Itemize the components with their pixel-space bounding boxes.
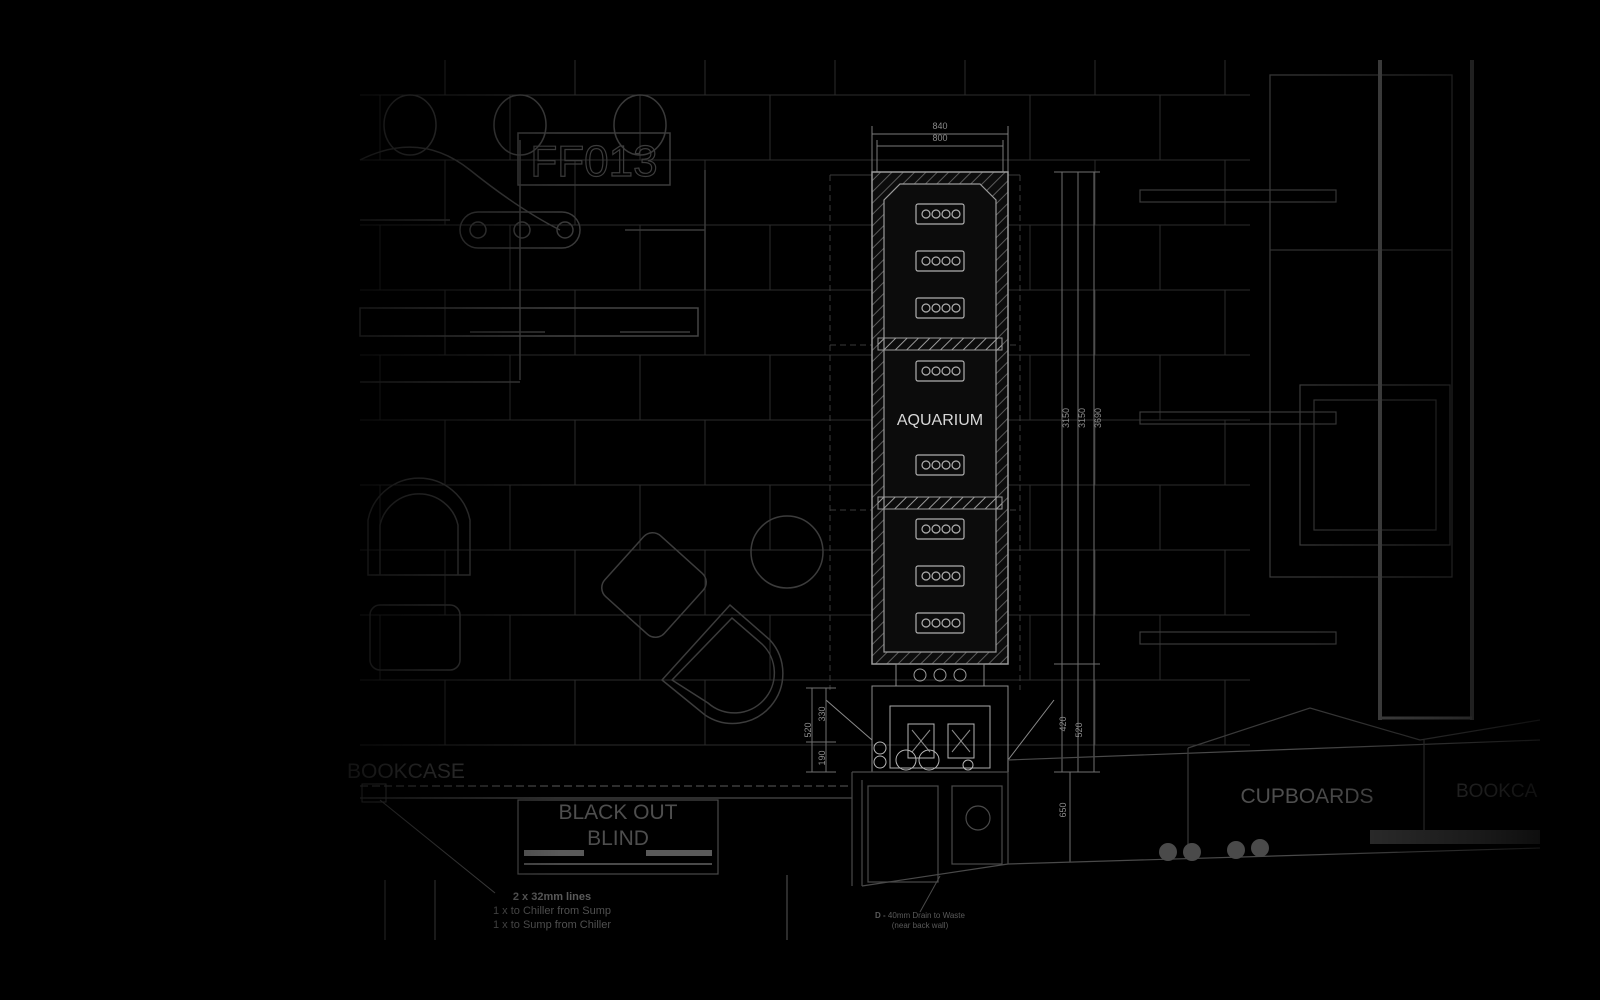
dimension-sump-330: 330 (817, 706, 827, 721)
dimension-sump-190: 190 (817, 750, 827, 765)
dimension-drop-650: 650 (1058, 802, 1068, 817)
code-label-box: FF013 (517, 132, 671, 187)
cupboards-label: CUPBOARDS (1240, 785, 1373, 808)
note-lines-2: 1 x to Sump from Chiller (493, 919, 611, 931)
aquarium-tank (871, 171, 1009, 687)
note-lines-title: 2 x 32mm lines (513, 891, 591, 903)
bookcase-label-left: BOOKCASE (347, 760, 465, 783)
dimension-sump-420: 420 (1058, 716, 1068, 731)
dimension-width-outer: 840 (932, 121, 947, 131)
code-label: FF013 (530, 137, 657, 186)
dimension-width-inner: 800 (932, 133, 947, 143)
note-drain-text: 40mm Drain to Waste (888, 911, 966, 920)
note-drain-code: D - (875, 911, 886, 920)
aquarium-label: AQUARIUM (897, 412, 983, 429)
blackout-label-line1: BLACK OUT (558, 801, 677, 824)
dimension-length-b: 3150 (1077, 408, 1087, 428)
note-drain-sub: (near back wall) (892, 921, 949, 930)
bookcase-label-right: BOOKCA (1456, 781, 1538, 802)
note-drain: D - 40mm Drain to Waste (875, 911, 966, 920)
blackout-label-line2: BLIND (587, 827, 649, 850)
dimension-length-a: 3150 (1061, 408, 1071, 428)
dimension-length-c: 3690 (1093, 408, 1103, 428)
note-lines-1: 1 x to Chiller from Sump (493, 905, 611, 917)
dimension-sump-520-right: 520 (1074, 722, 1084, 737)
dimension-sump-520-left: 520 (803, 722, 813, 737)
